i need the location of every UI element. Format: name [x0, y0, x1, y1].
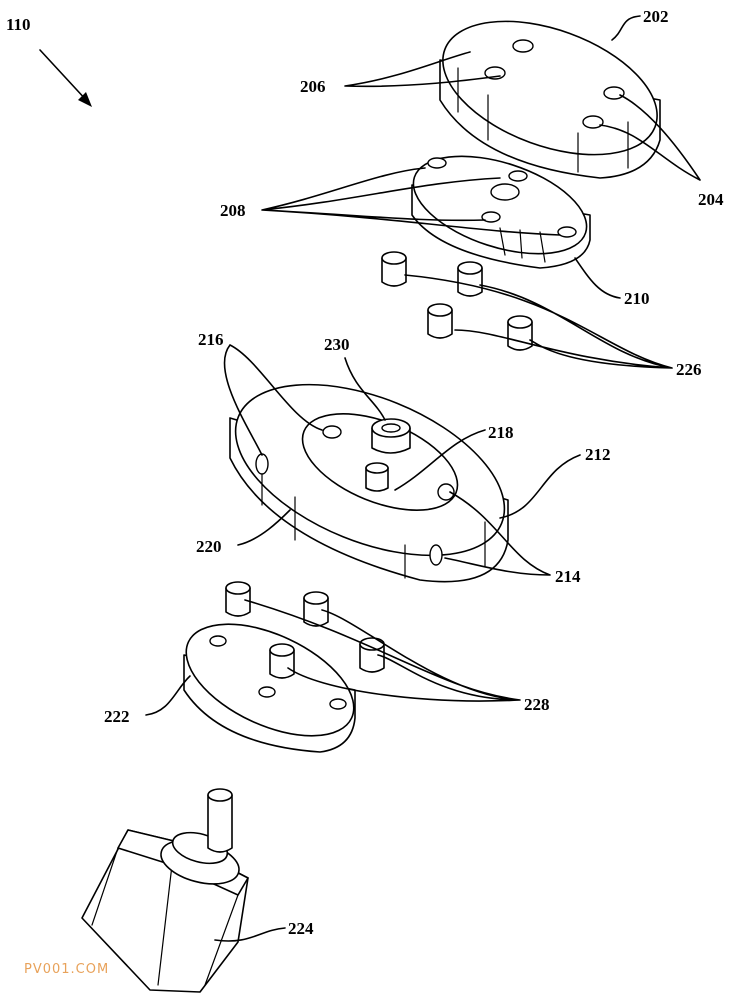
ref-212: 212 [585, 445, 611, 464]
figure-label-group: 110 [6, 15, 92, 107]
ref-222: 222 [104, 707, 130, 726]
ring-inner-post-top [365, 462, 389, 474]
motor [81, 788, 249, 993]
watermark: PV001.COM [24, 962, 110, 977]
lower-pin [303, 591, 329, 627]
motor-shaft [207, 794, 233, 853]
ref-230: 230 [324, 335, 350, 354]
lower-plate-pin [269, 649, 295, 679]
reference-numerals: 202 206 204 208 210 226 216 230 218 212 … [104, 7, 724, 938]
leader-204 [599, 94, 701, 181]
upper-pins [381, 251, 533, 351]
ref-210: 210 [624, 289, 650, 308]
upper-plate-center-hole [490, 183, 520, 201]
upper-pin [427, 303, 453, 339]
lower-plate-hole [258, 686, 276, 698]
upper-plate-hole [508, 170, 528, 182]
upper-plate-hole [427, 157, 447, 169]
leader-lines [145, 15, 701, 942]
top-disc [439, 20, 661, 179]
upper-plate [411, 155, 591, 269]
ref-204: 204 [698, 190, 724, 209]
motor-edge-line [157, 864, 173, 986]
leader-214 [444, 491, 551, 576]
top-disc-hole [512, 39, 534, 53]
leader-230 [344, 357, 386, 421]
top-disc-hole [603, 86, 625, 100]
ring-top-hole [322, 425, 342, 439]
leader-226 [404, 274, 673, 369]
upper-pin [381, 251, 407, 287]
figure-arrow-shaft [39, 49, 89, 103]
ref-218: 218 [488, 423, 514, 442]
upper-plate-hole [557, 226, 577, 238]
leader-228 [244, 599, 521, 702]
ref-224: 224 [288, 919, 314, 938]
upper-plate-face [412, 155, 588, 255]
motor-shaft-end [207, 788, 233, 802]
figure-label: 110 [6, 15, 31, 34]
leader-206 [344, 51, 501, 88]
figure-arrow-head [78, 92, 92, 107]
leader-224 [214, 927, 286, 942]
lower-plate-pin-top [269, 643, 295, 657]
ref-214: 214 [555, 567, 581, 586]
central-ring [229, 383, 509, 583]
upper-pin [457, 261, 483, 297]
lower-plate-face [185, 623, 355, 737]
ref-202: 202 [643, 7, 669, 26]
lower-plate [183, 623, 356, 753]
ref-208: 208 [220, 201, 246, 220]
leader-220 [237, 509, 291, 546]
ring-side-hole [429, 544, 443, 566]
lower-plate-hole [209, 635, 227, 647]
ref-226: 226 [676, 360, 702, 379]
upper-pin [507, 315, 533, 351]
ring-center-hub-bore [381, 423, 401, 433]
ring-top-hole [437, 483, 455, 501]
leader-216 [223, 344, 323, 456]
leader-208 [261, 167, 561, 236]
ref-228: 228 [524, 695, 550, 714]
leader-222 [145, 675, 191, 716]
top-disc-hole [582, 115, 604, 129]
ref-206: 206 [300, 77, 326, 96]
lower-plate-hole [329, 698, 347, 710]
upper-plate-hole [481, 211, 501, 223]
ref-216: 216 [198, 330, 224, 349]
ref-220: 220 [196, 537, 222, 556]
leader-202 [611, 15, 641, 41]
motor-edge-line [91, 847, 119, 926]
upper-plate-notch [499, 227, 546, 263]
lower-pin [225, 581, 251, 617]
leader-212 [499, 454, 581, 519]
ring-side-hole [255, 453, 269, 475]
leader-210 [574, 257, 621, 299]
leader-218 [394, 429, 486, 491]
ring-inner-post [365, 467, 389, 492]
